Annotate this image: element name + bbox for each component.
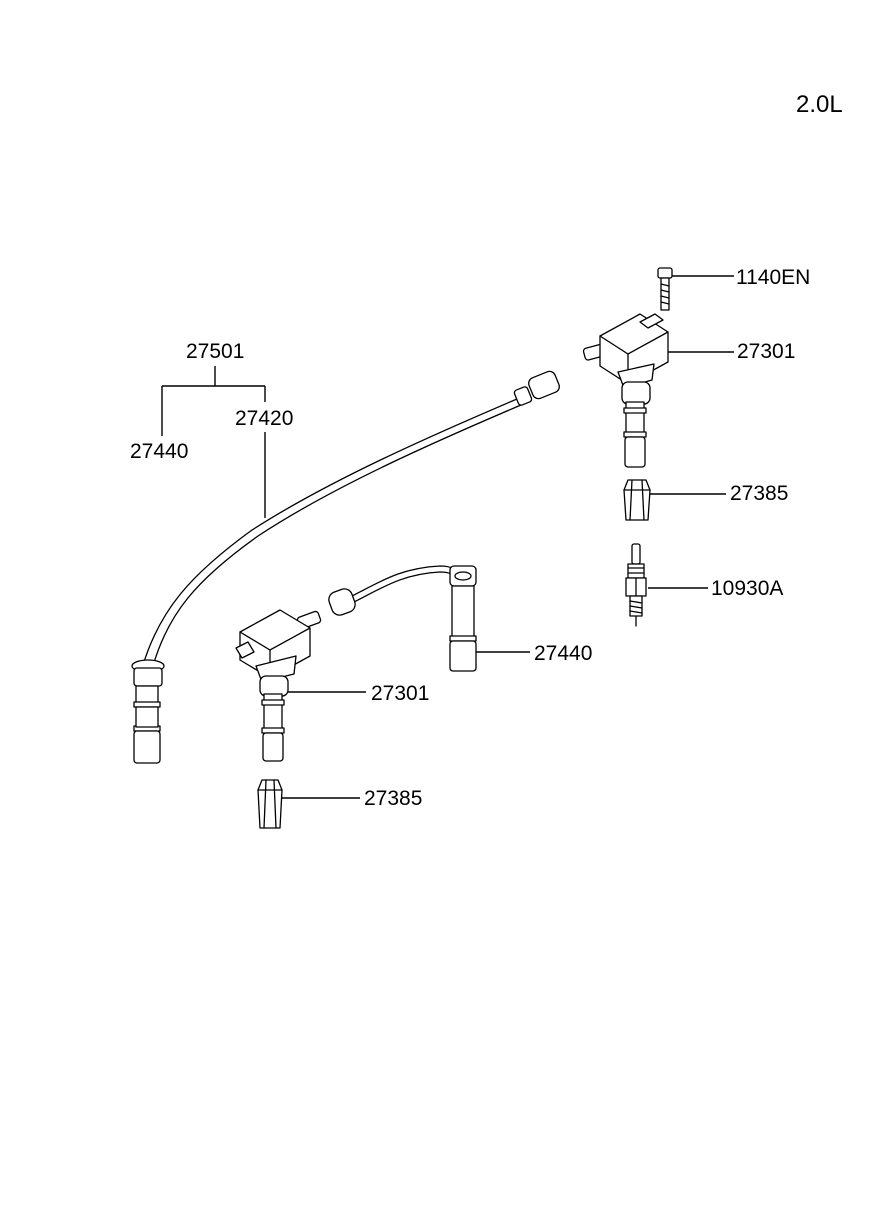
label-cable-long: 27420	[235, 407, 293, 430]
label-cable-set: 27501	[186, 340, 244, 363]
ignition-cable-short	[328, 565, 477, 672]
label-boot-upper: 27385	[730, 482, 788, 505]
boot-lower	[257, 779, 283, 829]
label-boot-lower: 27385	[364, 787, 422, 810]
label-cable-short-left: 27440	[130, 440, 188, 463]
label-cable-short-right: 27440	[534, 642, 592, 665]
label-spark-plug: 10930A	[711, 577, 783, 600]
boot-upper	[623, 479, 651, 521]
spark-plug	[625, 543, 647, 627]
label-coil-upper: 27301	[737, 340, 795, 363]
engine-label: 2.0L	[796, 91, 843, 118]
label-coil-lower: 27301	[371, 682, 429, 705]
label-bolt: 1140EN	[736, 266, 810, 289]
ignition-coil-lower	[235, 609, 322, 762]
ignition-cable-long	[131, 370, 560, 764]
cable-set-bracket	[161, 366, 266, 518]
bolt-part	[657, 267, 673, 311]
ignition-coil-upper	[582, 313, 669, 468]
